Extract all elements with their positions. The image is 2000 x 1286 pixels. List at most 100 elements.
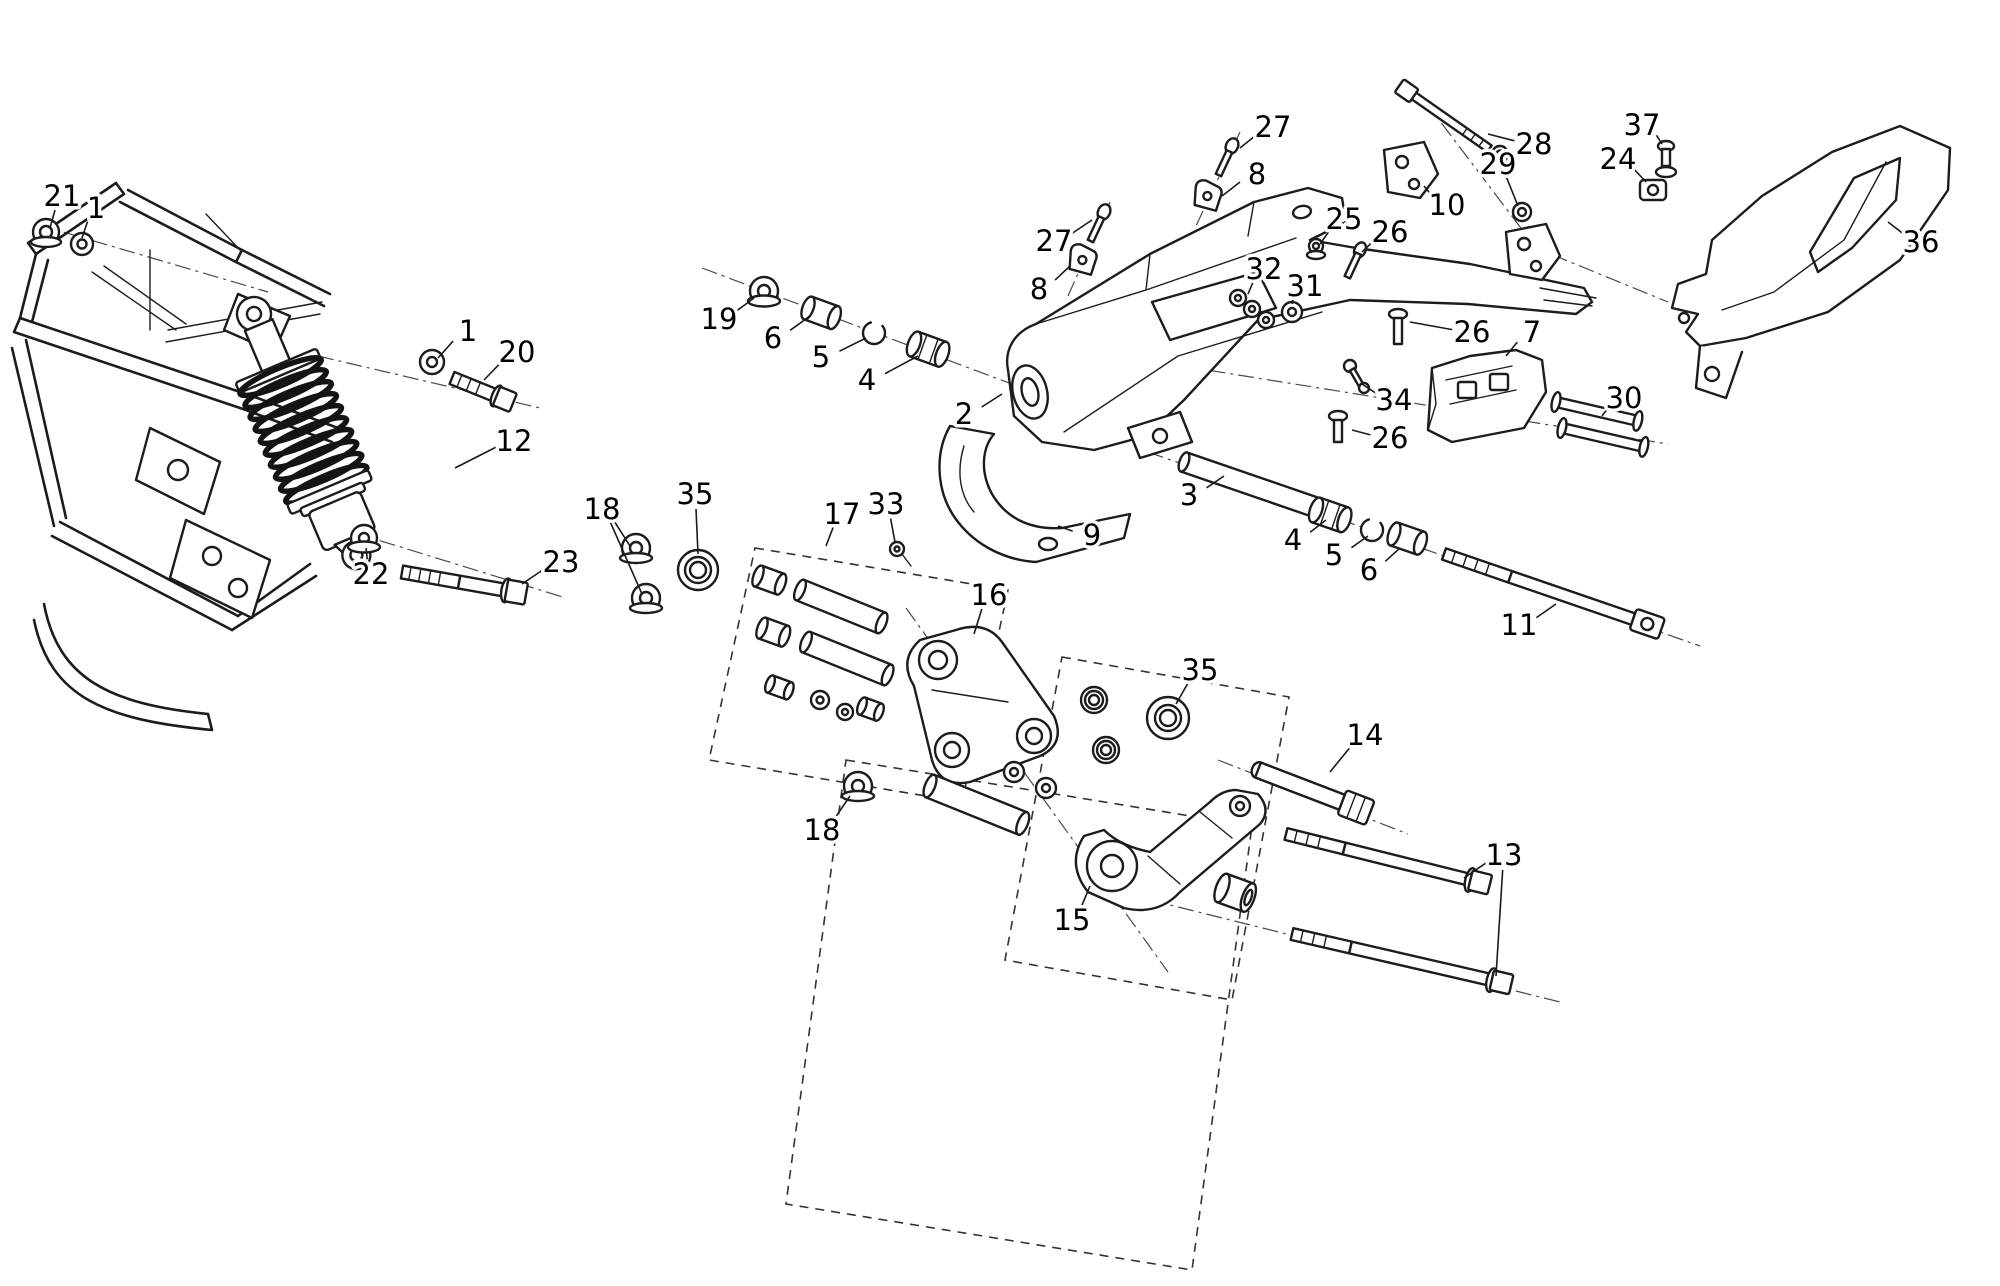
washers-32	[1228, 288, 1276, 330]
callout-leader-line	[1175, 681, 1190, 705]
callout-number: 1	[87, 191, 105, 225]
bolt-13a	[1283, 826, 1493, 896]
washer-31	[1280, 300, 1304, 324]
callout-number: 35	[1182, 653, 1219, 687]
callout-number: 5	[812, 340, 830, 374]
callout-21: 21	[40, 176, 84, 229]
callout-leader-line	[1071, 219, 1093, 235]
callout-leader-line	[889, 518, 896, 543]
group-box-15	[1004, 656, 1290, 1001]
callout-leader-line	[1206, 475, 1225, 489]
frame-assembly	[10, 181, 340, 732]
hose-clamp-8b	[1068, 243, 1098, 276]
clip-nut-24	[1638, 178, 1668, 202]
callout-number: 1	[459, 314, 477, 348]
callout-24: 24	[1596, 139, 1647, 183]
callout-36: 36	[1887, 221, 1943, 263]
callout-leader-line	[483, 361, 503, 381]
callout-leader-line	[735, 297, 755, 312]
group-box-lower	[785, 759, 1253, 1271]
callout-number: 23	[543, 545, 580, 579]
linkage-arm-15	[1074, 788, 1267, 912]
circlip-5a	[861, 320, 887, 346]
callout-number: 25	[1326, 202, 1363, 236]
callout-number: 11	[1501, 608, 1538, 642]
callout-37: 37	[1620, 105, 1664, 146]
callout-leader-line	[1247, 281, 1254, 295]
callout-30: 30	[1601, 378, 1646, 419]
callout-5: 5	[1321, 535, 1369, 576]
callout-leader-line	[695, 508, 699, 555]
callout-leader-line	[1361, 240, 1375, 253]
callout-leader-line	[1350, 535, 1369, 549]
callout-number: 4	[858, 363, 876, 397]
callout-number: 19	[701, 302, 738, 336]
callout-18: 18	[800, 795, 851, 851]
callout-leader-line	[1319, 229, 1331, 245]
callout-leader-line	[1495, 869, 1504, 977]
callout-29: 29	[1476, 144, 1520, 207]
linkage-small-parts	[618, 532, 912, 722]
bushing-4b	[1307, 496, 1353, 534]
callout-number: 8	[1248, 157, 1266, 191]
callout-number: 18	[584, 492, 621, 526]
callout-number: 17	[824, 497, 861, 531]
callout-leader-line	[1887, 221, 1905, 235]
bolt-20	[448, 370, 518, 413]
callout-leader-line	[884, 355, 919, 375]
callout-20: 20	[483, 332, 539, 381]
nut-19	[746, 275, 782, 308]
swingarm	[1005, 186, 1597, 460]
bushing-17b	[755, 616, 792, 648]
callout-14: 14	[1329, 715, 1387, 773]
chain-guide-7	[1426, 348, 1548, 444]
callout-32: 32	[1242, 249, 1286, 295]
oring-17b	[835, 702, 855, 722]
callout-19: 19	[697, 297, 755, 340]
chain-guard-36	[1670, 124, 1952, 400]
callout-leader-line	[1291, 297, 1295, 305]
callout-leader-line	[454, 446, 497, 469]
washer-35b	[1145, 695, 1191, 741]
callout-leader-line	[49, 209, 56, 229]
callout-leader-line	[613, 520, 631, 547]
callout-leader-line	[521, 568, 545, 585]
callout-leader-line	[1080, 885, 1091, 908]
hose-clamp-hardware	[1068, 137, 1240, 276]
callout-leader-line	[1054, 265, 1071, 281]
callout-number: 30	[1606, 381, 1643, 415]
callout-number: 33	[868, 487, 905, 521]
callout-number: 31	[1287, 269, 1324, 303]
callout-number: 36	[1903, 225, 1940, 259]
callout-3: 3	[1176, 475, 1225, 516]
sleeve-17a	[792, 578, 889, 635]
callout-leader-line	[834, 795, 851, 819]
callout-leader-line	[789, 315, 811, 331]
callout-26: 26	[1351, 418, 1412, 459]
screw-34	[1342, 358, 1371, 395]
callout-number: 3	[1180, 478, 1198, 512]
callout-number: 12	[496, 424, 533, 458]
callout-17: 17	[820, 494, 864, 547]
nut-21	[29, 217, 63, 249]
callout-8: 8	[1026, 265, 1071, 310]
callout-leader-line	[1361, 383, 1377, 394]
bushing-15a	[1079, 685, 1109, 715]
oring-15a	[1002, 760, 1026, 784]
callout-leader-line	[1239, 134, 1257, 149]
callout-26: 26	[1409, 312, 1494, 353]
callout-number: 5	[1325, 538, 1343, 572]
bushing-6b	[1386, 521, 1429, 556]
callout-leader-line	[609, 522, 643, 595]
callout-number: 7	[1523, 315, 1541, 349]
callout-34: 34	[1361, 380, 1416, 421]
callout-number: 27	[1255, 110, 1292, 144]
callout-leader-line	[839, 337, 867, 352]
callout-11: 11	[1497, 603, 1557, 646]
callout-1: 1	[81, 188, 109, 239]
callout-4: 4	[854, 355, 919, 401]
axle-hardware-right	[1177, 451, 1666, 640]
callout-number: 34	[1376, 383, 1413, 417]
oring-17a	[809, 689, 831, 711]
